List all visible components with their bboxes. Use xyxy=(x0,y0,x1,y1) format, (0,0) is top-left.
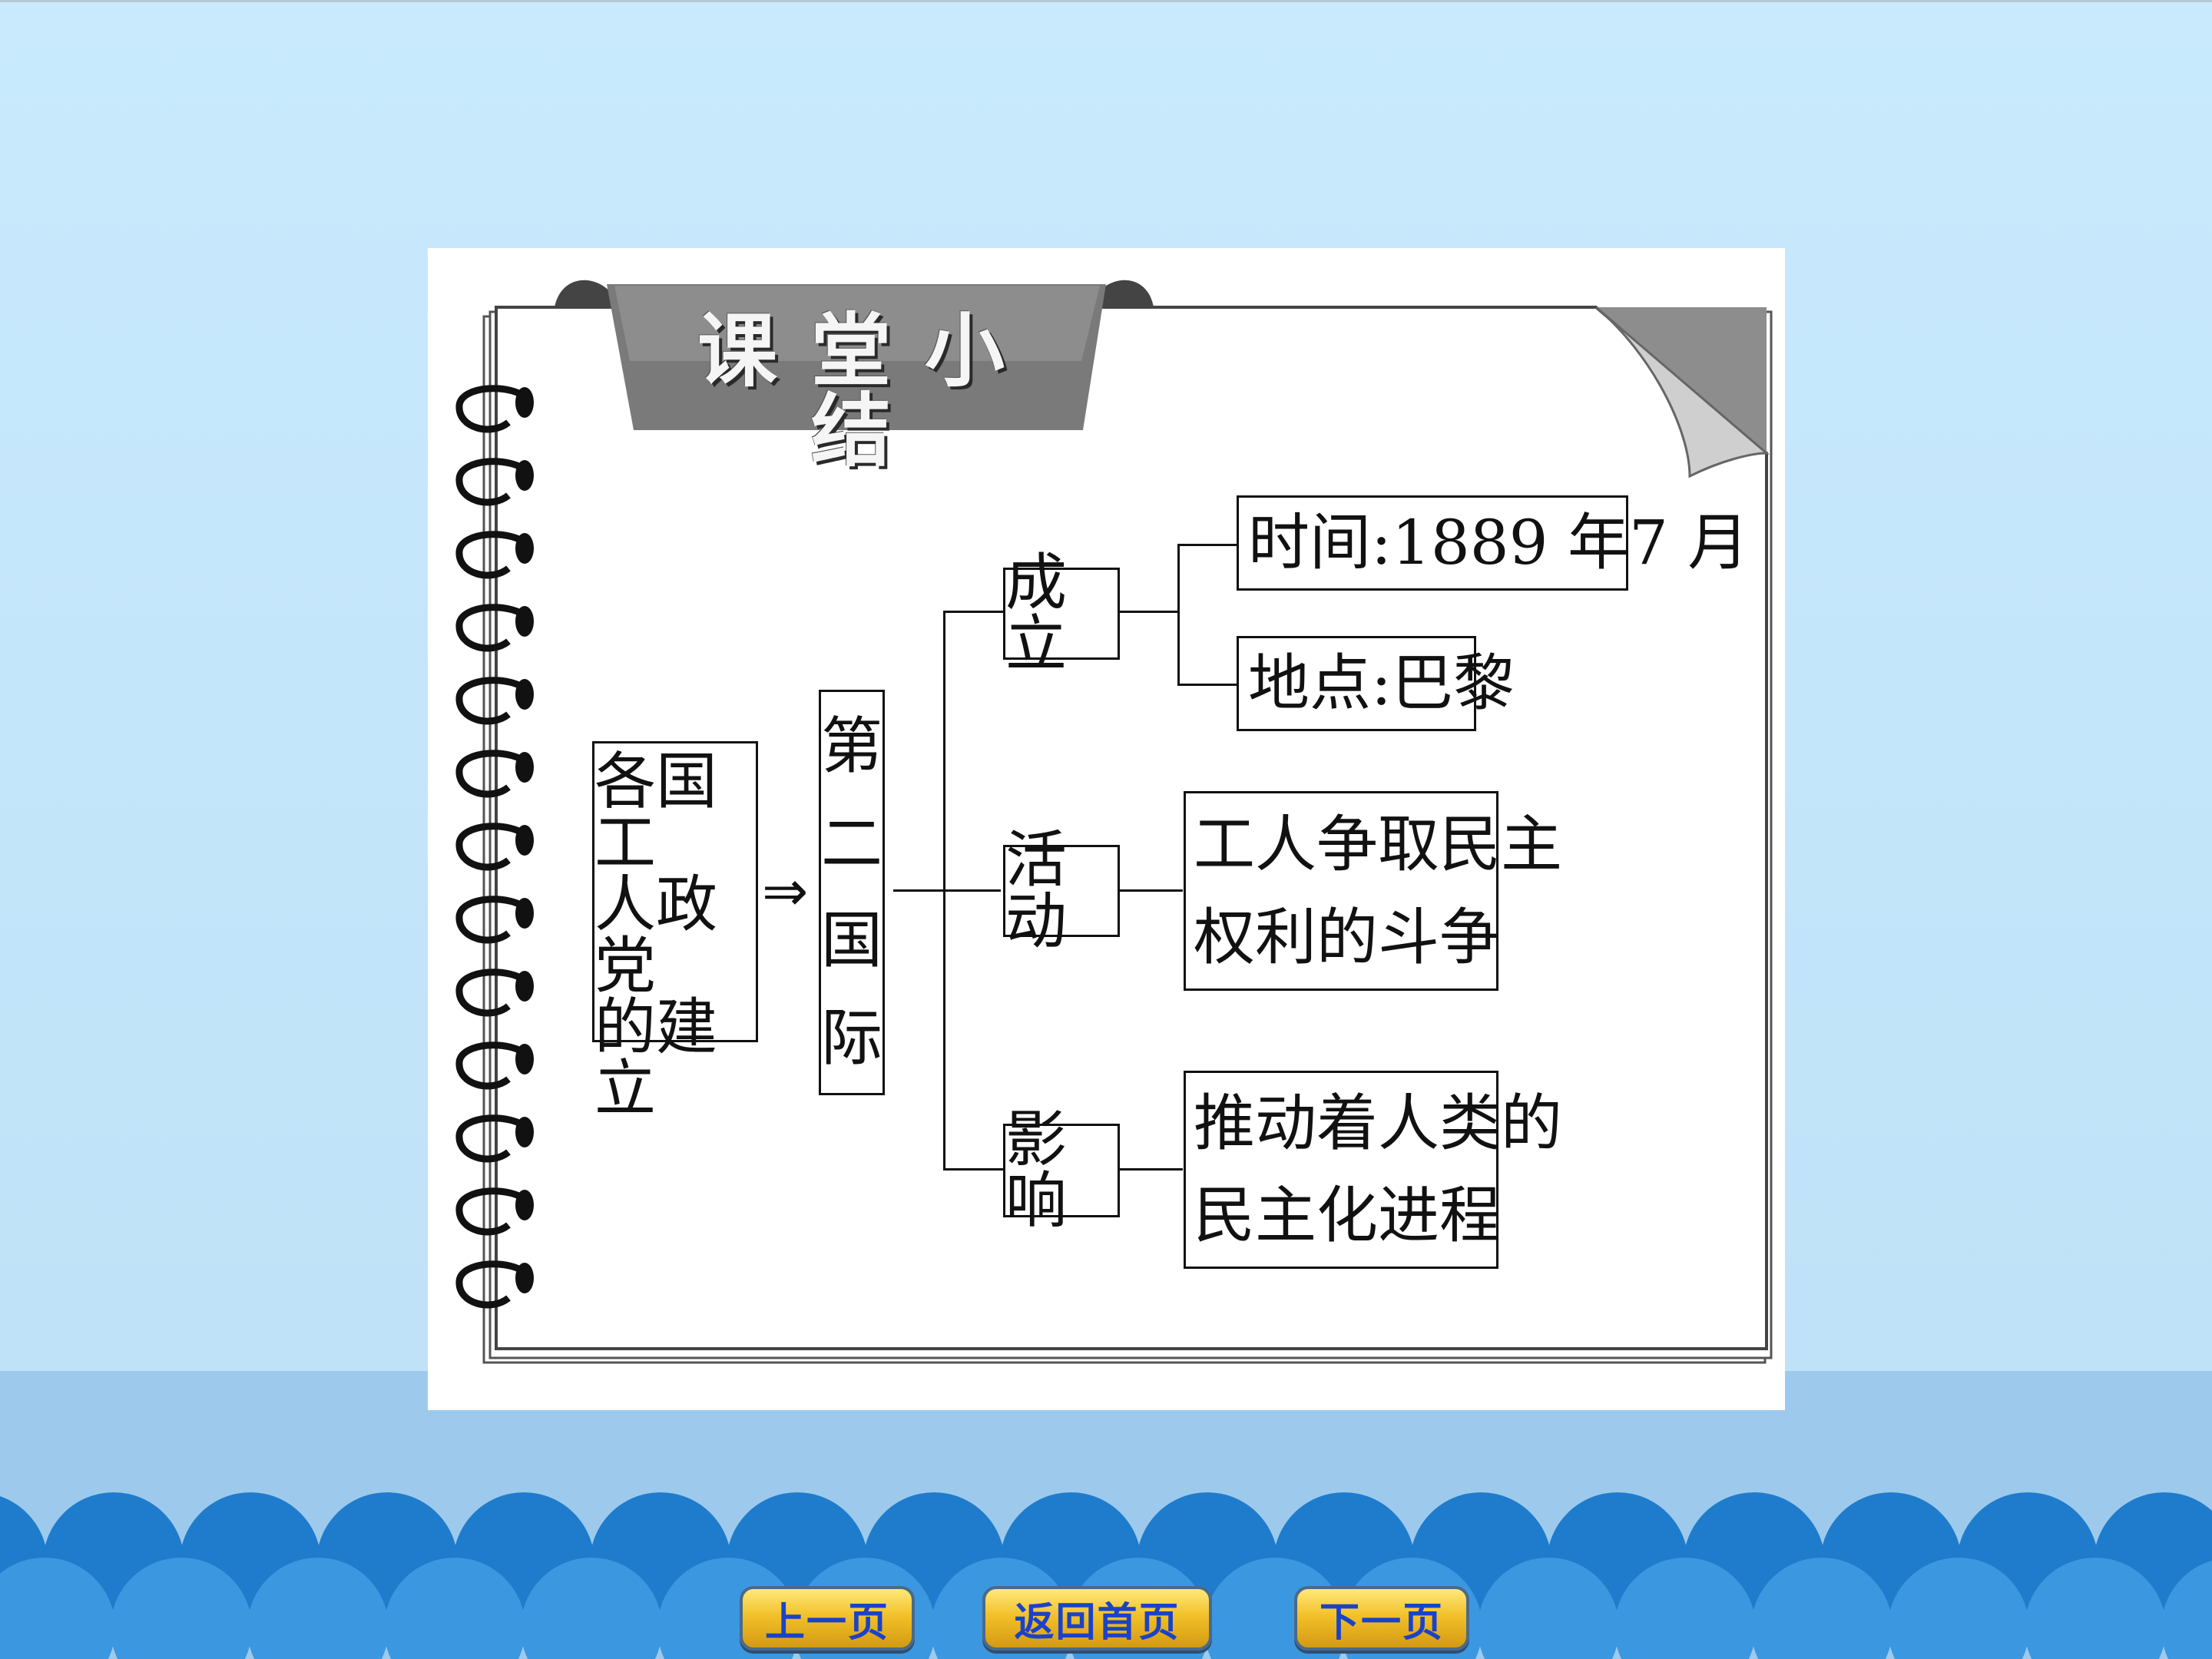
spiral-ring-icon xyxy=(455,823,531,871)
root-line: 人政党 xyxy=(594,869,717,1002)
wave-arc xyxy=(111,1558,252,1659)
org-char: 国 xyxy=(821,905,882,977)
spiral-ring-icon xyxy=(455,385,531,433)
org-box: 第 二 国 际 xyxy=(819,690,885,1095)
slide-title: 课堂小结 xyxy=(697,304,1038,478)
connector xyxy=(943,1168,1005,1171)
wave-arc xyxy=(0,1558,115,1659)
branch-box-founding: 成立 xyxy=(1003,552,1120,675)
connector xyxy=(943,611,945,1170)
connector xyxy=(1177,544,1180,685)
wave-arc xyxy=(1478,1558,1619,1659)
ring-hole-icon xyxy=(515,460,534,491)
root-line: 的建立 xyxy=(594,992,717,1124)
spiral-ring-icon xyxy=(455,677,531,725)
spiral-ring-icon xyxy=(455,1041,531,1090)
branch-box-activity: 活动 xyxy=(1003,830,1120,952)
detail-box-place: 地点:巴黎 xyxy=(1237,636,1515,731)
detail-box-time: 时间:1889 年7 月 xyxy=(1237,495,1749,591)
branch-label: 活动 xyxy=(1005,824,1067,957)
detail-text: 地点:巴黎 xyxy=(1248,647,1515,719)
ring-hole-icon xyxy=(515,1044,534,1075)
branch-label: 影响 xyxy=(1005,1104,1067,1237)
wave-arc xyxy=(521,1558,662,1659)
root-box: 各国工 人政党 的建立 xyxy=(592,741,758,1120)
ring-hole-icon xyxy=(515,971,534,1002)
implies-arrow: ⇒ xyxy=(762,859,809,923)
connector xyxy=(1177,684,1239,686)
detail-box-impact: 推动着人类的 民主化进程 xyxy=(1184,1071,1562,1269)
prev-page-button[interactable]: 上一页 xyxy=(740,1586,915,1651)
branch-box-impact: 影响 xyxy=(1003,1109,1120,1232)
connector xyxy=(1118,611,1179,613)
ring-hole-icon xyxy=(515,679,534,710)
detail-text: 权利的斗争 xyxy=(1194,901,1501,973)
spiral-ring-icon xyxy=(455,1114,531,1163)
connector xyxy=(1177,544,1239,546)
spiral-ring-icon xyxy=(455,969,531,1017)
ring-hole-icon xyxy=(515,898,534,929)
ring-hole-icon xyxy=(515,1190,534,1220)
spiral-ring-icon xyxy=(455,531,531,579)
wave-arc xyxy=(1751,1558,1892,1659)
spiral-ring-icon xyxy=(455,604,531,652)
spiral-ring-icon xyxy=(455,896,531,944)
detail-box-activity: 工人争取民主 权利的斗争 xyxy=(1184,791,1562,991)
ring-hole-icon xyxy=(515,752,534,783)
connector xyxy=(1118,889,1183,892)
next-page-button[interactable]: 下一页 xyxy=(1294,1586,1469,1651)
detail-text: 民主化进程 xyxy=(1194,1180,1501,1251)
top-border xyxy=(0,0,2212,2)
spiral-ring-icon xyxy=(455,1260,531,1309)
connector xyxy=(893,889,1001,892)
wave-arc xyxy=(1888,1558,2029,1659)
ring-hole-icon xyxy=(515,606,534,637)
org-char: 第 xyxy=(821,710,882,783)
ring-hole-icon xyxy=(515,825,534,856)
org-char: 二 xyxy=(821,807,882,879)
ring-hole-icon xyxy=(515,533,534,564)
wave-arc xyxy=(1614,1558,1756,1659)
spiral-ring-icon xyxy=(455,458,531,506)
home-button[interactable]: 返回首页 xyxy=(982,1586,1212,1651)
wave-arc xyxy=(247,1558,389,1659)
wave-arc xyxy=(2025,1558,2166,1659)
branch-label: 成立 xyxy=(1005,547,1067,680)
detail-text: 工人争取民主 xyxy=(1194,808,1562,880)
detail-text: 推动着人类的 xyxy=(1194,1088,1562,1159)
root-line: 各国工 xyxy=(594,746,717,879)
spiral-ring-icon xyxy=(455,385,534,1309)
ring-hole-icon xyxy=(515,1117,534,1147)
ring-hole-icon xyxy=(515,1263,534,1293)
spiral-ring-icon xyxy=(455,750,531,798)
connector xyxy=(943,611,1005,613)
spiral-ring-icon xyxy=(455,1187,531,1236)
ring-hole-icon xyxy=(515,387,534,418)
connector xyxy=(1118,1168,1183,1171)
wave-arc xyxy=(384,1558,525,1659)
wave-arc xyxy=(2161,1560,2212,1659)
org-char: 际 xyxy=(821,1002,882,1074)
detail-text: 时间:1889 年7 月 xyxy=(1248,507,1750,578)
